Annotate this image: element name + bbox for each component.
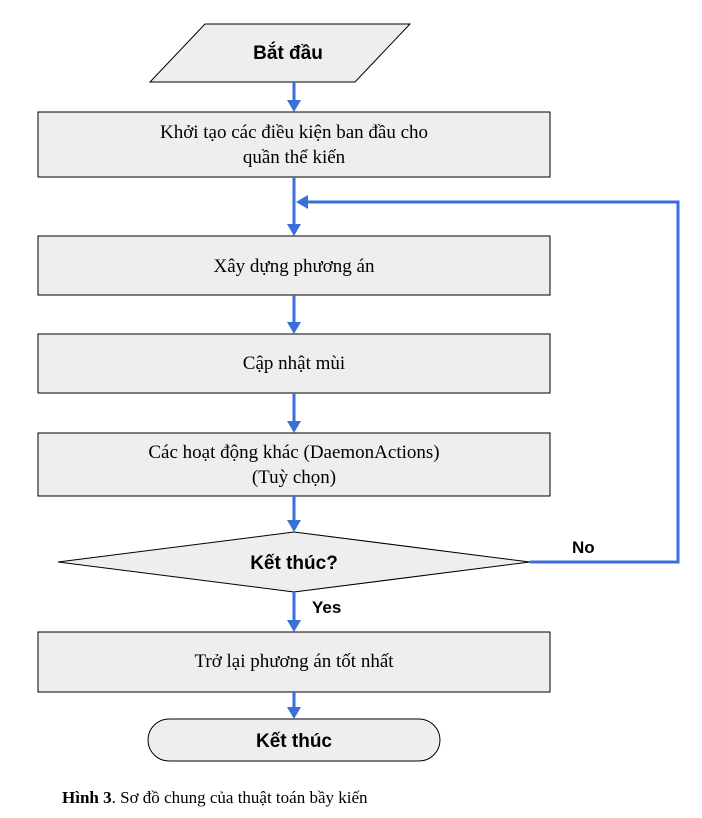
end-label: Kết thúc xyxy=(256,731,332,752)
arrow-loop-back xyxy=(296,195,308,209)
arrow-daemon-to-decision xyxy=(287,520,301,532)
daemon-node xyxy=(37,432,551,497)
start-label: Bắt đầu xyxy=(253,42,323,64)
arrow-return-to-end xyxy=(287,707,301,719)
arrow-decision-to-return xyxy=(287,620,301,632)
daemon-label-line1: Các hoạt động khác (DaemonActions) xyxy=(148,442,439,463)
init-label-line2: quần thể kiến xyxy=(243,147,346,168)
start-node xyxy=(148,23,412,83)
decision-label: Kết thúc? xyxy=(250,553,338,574)
build-label: Xây dựng phương án xyxy=(214,256,375,277)
arrow-start-to-init xyxy=(287,100,301,112)
no-label: No xyxy=(572,538,595,557)
figure-caption: Hình 3. Sơ đồ chung của thuật toán bầy k… xyxy=(62,788,368,808)
init-node xyxy=(37,111,551,178)
connectors xyxy=(287,82,680,719)
arrow-build-to-update xyxy=(287,322,301,334)
edge-decision-loop-back xyxy=(306,200,680,564)
return-best-label: Trở lại phương án tốt nhất xyxy=(194,651,394,672)
init-label-line1: Khởi tạo các điều kiện ban đầu cho xyxy=(160,122,428,143)
arrow-init-to-build xyxy=(287,224,301,236)
update-node xyxy=(37,333,551,394)
daemon-label-line2: (Tuỳ chọn) xyxy=(252,467,336,488)
caption-label: Hình 3 xyxy=(62,788,112,807)
arrow-update-to-daemon xyxy=(287,421,301,433)
yes-label: Yes xyxy=(312,598,341,617)
update-label: Cập nhật mùi xyxy=(243,353,345,374)
return-best-node xyxy=(37,631,551,693)
caption-text: . Sơ đồ chung của thuật toán bầy kiến xyxy=(111,788,368,807)
